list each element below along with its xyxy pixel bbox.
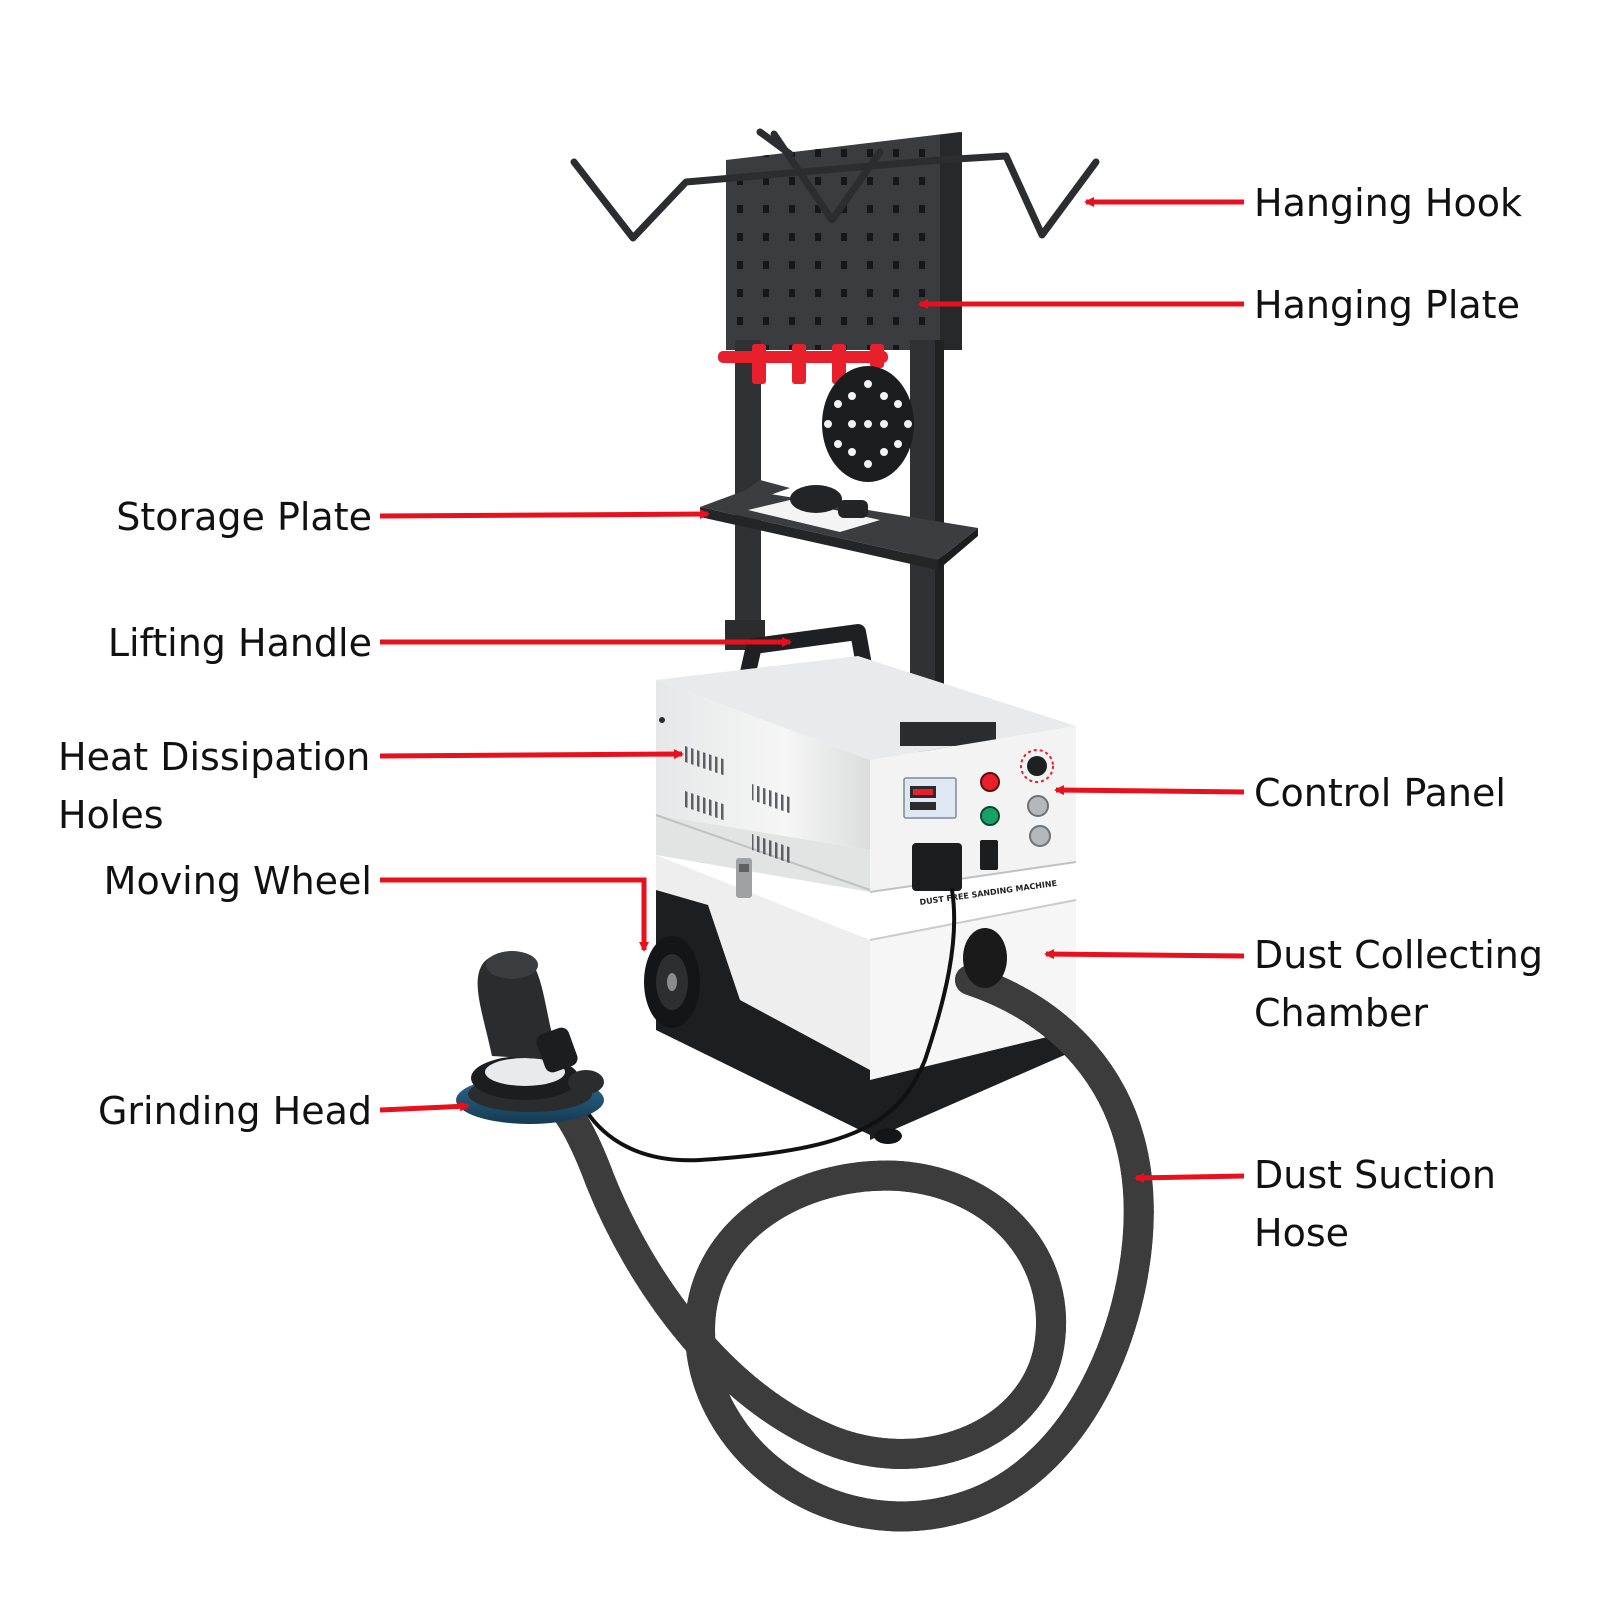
arrow-heat-dissipation-holes bbox=[379, 749, 684, 760]
arrow-control-panel bbox=[1054, 785, 1245, 796]
arrow-grinding-head bbox=[379, 1101, 470, 1113]
label-lifting-handle: Lifting Handle bbox=[107, 621, 372, 665]
grinding-head bbox=[456, 951, 604, 1124]
label-hanging-hook: Hanging Hook bbox=[1254, 181, 1522, 225]
moving-wheel bbox=[644, 936, 902, 1144]
label-heat-dissipation-holes: Heat Dissipation Holes bbox=[58, 735, 371, 837]
dust-suction-hose bbox=[533, 888, 1154, 1532]
label-moving-wheel: Moving Wheel bbox=[103, 859, 372, 903]
label-grinding-head: Grinding Head bbox=[97, 1089, 372, 1133]
arrow-dust-collecting-chamber bbox=[1044, 949, 1245, 960]
arrow-moving-wheel bbox=[380, 877, 649, 952]
storage-plate bbox=[700, 480, 978, 570]
label-dust-suction-hose: Dust Suction Hose bbox=[1254, 1153, 1497, 1255]
arrow-dust-suction-hose bbox=[1134, 1172, 1245, 1183]
label-control-panel: Control Panel bbox=[1254, 771, 1506, 815]
machine-body bbox=[655, 656, 1077, 1140]
sanding-disc bbox=[822, 366, 914, 482]
lifting-handle bbox=[736, 624, 874, 698]
label-storage-plate: Storage Plate bbox=[116, 495, 372, 539]
label-dust-collecting-chamber: Dust Collecting Chamber bbox=[1254, 933, 1543, 1035]
label-hanging-plate: Hanging Plate bbox=[1254, 283, 1520, 327]
tool-hooks bbox=[718, 344, 888, 384]
annotation-arrows bbox=[379, 197, 1245, 1183]
hanging-hook bbox=[570, 128, 1100, 242]
hanging-plate bbox=[726, 132, 962, 350]
arrow-storage-plate bbox=[379, 509, 710, 520]
heat-dissipation-holes bbox=[659, 717, 792, 864]
